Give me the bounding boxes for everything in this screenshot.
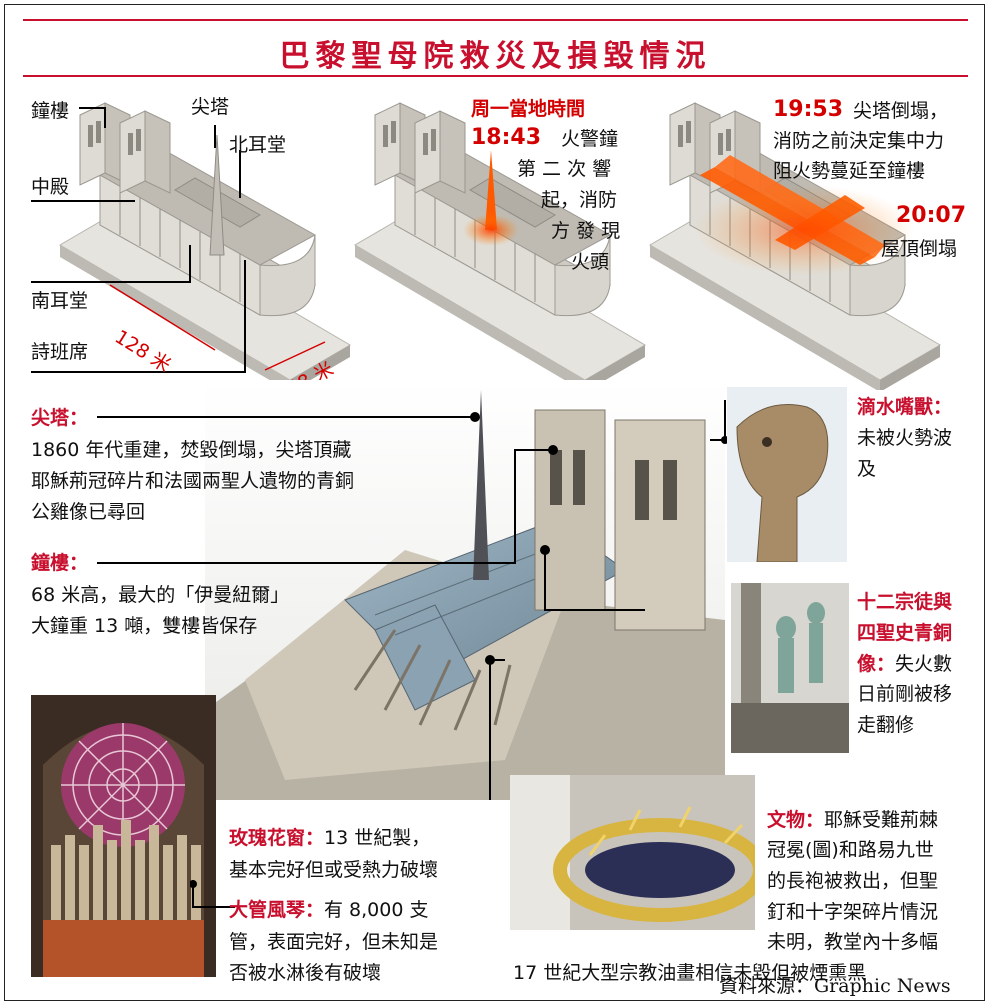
timeline-time-1953: 19:53 bbox=[773, 97, 844, 122]
spire-line3: 公雞像已尋回 bbox=[31, 501, 146, 523]
timeline-step1-line3: 起，消防 bbox=[541, 189, 618, 211]
statues-heading-line2: 四聖史青銅 bbox=[857, 622, 953, 644]
label-choir: 詩班席 bbox=[31, 341, 89, 363]
title-rule-top bbox=[23, 19, 968, 21]
label-north-transept: 北耳堂 bbox=[229, 134, 287, 156]
crown-of-thorns-photo bbox=[510, 775, 755, 930]
rose-window-heading: 玫瑰花窗： bbox=[229, 827, 325, 849]
statues-heading-last: 像： bbox=[857, 653, 896, 675]
statues-heading-line1: 十二宗徒與 bbox=[857, 591, 953, 613]
timeline-step1-line4: 方 發 現 bbox=[551, 220, 621, 242]
gargoyle-photo bbox=[727, 387, 847, 562]
statues-photo bbox=[731, 583, 849, 753]
spire-heading: 尖塔： bbox=[31, 407, 89, 429]
bell-tower-heading: 鐘樓： bbox=[31, 552, 89, 574]
timeline-time-2007: 20:07 bbox=[896, 203, 967, 228]
label-nave: 中殿 bbox=[31, 176, 70, 198]
aerial-photo bbox=[205, 380, 725, 800]
spire-shape bbox=[209, 134, 225, 256]
timeline-step1-line1: 火警鐘 bbox=[561, 128, 619, 150]
rose-window-text: 13 世紀製， bbox=[324, 827, 431, 849]
relics-line1: 文物：耶穌受難荊棘 bbox=[767, 805, 938, 836]
timeline-step2-text1a: 尖塔倒塌， bbox=[853, 100, 949, 122]
gargoyle-line1: 未被火勢波 bbox=[857, 427, 953, 449]
label-spire: 尖塔 bbox=[191, 96, 230, 118]
page-title: 巴黎聖母院救災及損毀情況 bbox=[279, 39, 712, 74]
gargoyle-heading: 滴水嘴獸： bbox=[857, 396, 953, 418]
title-rule-bottom bbox=[23, 75, 968, 77]
relics-line4: 釘和十字架碎片情況 bbox=[767, 901, 939, 923]
relics-line2: 冠冕(圖)和路易九世 bbox=[767, 839, 934, 861]
organ-leader bbox=[190, 880, 235, 908]
bell-tower-line1: 68 米高，最大的「伊曼紐爾」 bbox=[31, 584, 290, 606]
timeline-step2-text1b: 消防之前決定集中力 bbox=[773, 130, 945, 152]
organ-text: 有 8,000 支 bbox=[324, 899, 429, 921]
bell-tower-line2: 大鐘重 13 噸，雙樓皆保存 bbox=[31, 615, 258, 637]
timeline-time-1843: 18:43 bbox=[471, 125, 542, 150]
relics-line5: 未明，教堂內十多幅 bbox=[767, 931, 939, 953]
organ-line3: 否被水淋後有破壞 bbox=[229, 962, 382, 984]
timeline-day: 周一當地時間 bbox=[471, 98, 586, 120]
rose-window-organ-photo bbox=[31, 695, 216, 977]
timeline-step2-text2: 屋頂倒塌 bbox=[881, 238, 958, 260]
rose-window-line2: 基本完好但或受熱力破壞 bbox=[229, 859, 439, 881]
statues-text-after: 失火數 bbox=[895, 653, 953, 675]
relics-text: 耶穌受難荊棘 bbox=[824, 809, 939, 831]
organ-line1: 大管風琴：有 8,000 支 bbox=[229, 895, 429, 926]
cathedral-models bbox=[31, 102, 941, 390]
source-credit: 資料來源：Graphic News bbox=[719, 975, 951, 997]
timeline-step1-line5: 火頭 bbox=[571, 251, 610, 273]
statues-line4: 日前剛被移 bbox=[857, 683, 953, 705]
timeline-step2-text1c: 阻火勢蔓延至鐘樓 bbox=[773, 160, 926, 182]
rose-window-line1: 玫瑰花窗：13 世紀製， bbox=[229, 823, 430, 854]
spire-line2: 耶穌荊冠碎片和法國兩聖人遺物的青銅 bbox=[31, 470, 355, 492]
gargoyle-line2: 及 bbox=[857, 458, 877, 480]
statues-line3: 像：失火數 bbox=[857, 649, 952, 680]
label-south-transept: 南耳堂 bbox=[31, 290, 89, 312]
organ-heading: 大管風琴： bbox=[229, 899, 325, 921]
statues-line5: 走翻修 bbox=[857, 714, 915, 736]
relics-last: 17 世紀大型宗教油畫相信未毀但被煙熏黑 bbox=[513, 962, 867, 984]
timeline-step1-line2: 第 二 次 響 bbox=[517, 158, 612, 180]
organ-line2: 管，表面完好，但未知是 bbox=[229, 931, 439, 953]
spire-line1: 1860 年代重建，焚毀倒塌，尖塔頂藏 bbox=[31, 439, 352, 461]
relics-heading: 文物： bbox=[767, 809, 825, 831]
label-bell-tower: 鐘樓 bbox=[31, 100, 70, 122]
relics-line3: 的長袍被救出，但聖 bbox=[767, 870, 939, 892]
